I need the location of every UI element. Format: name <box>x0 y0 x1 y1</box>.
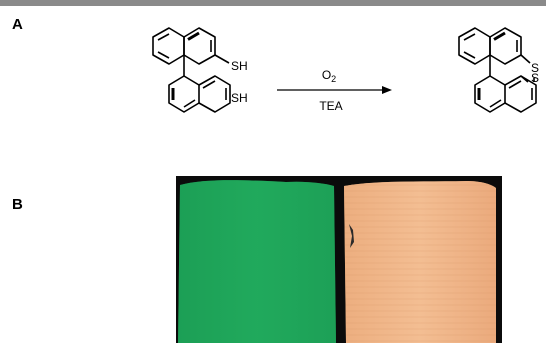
reagent-below: TEA <box>319 99 342 113</box>
reactant-group-lower: SH <box>231 91 248 105</box>
reagent-above: O2 <box>322 68 336 84</box>
product-structure <box>458 27 537 113</box>
panel-label-b: B <box>12 196 23 213</box>
top-rule <box>0 0 546 6</box>
panel-label-a: A <box>12 16 23 33</box>
film-photo <box>176 176 502 343</box>
reaction-arrow <box>277 86 392 94</box>
product-atom-upper: S <box>531 61 539 75</box>
reagent-above-subscript: 2 <box>331 74 336 84</box>
reactant-structure <box>152 27 231 113</box>
reaction-scheme: SH SH O2 TEA <box>152 27 539 113</box>
peach-film-streaks <box>344 181 496 343</box>
green-film-shade <box>178 180 336 343</box>
reactant-group-upper: SH <box>231 59 248 73</box>
product-atom-lower: S <box>531 71 539 85</box>
film-crack <box>349 224 354 248</box>
reagent-above-base: O <box>322 68 331 82</box>
